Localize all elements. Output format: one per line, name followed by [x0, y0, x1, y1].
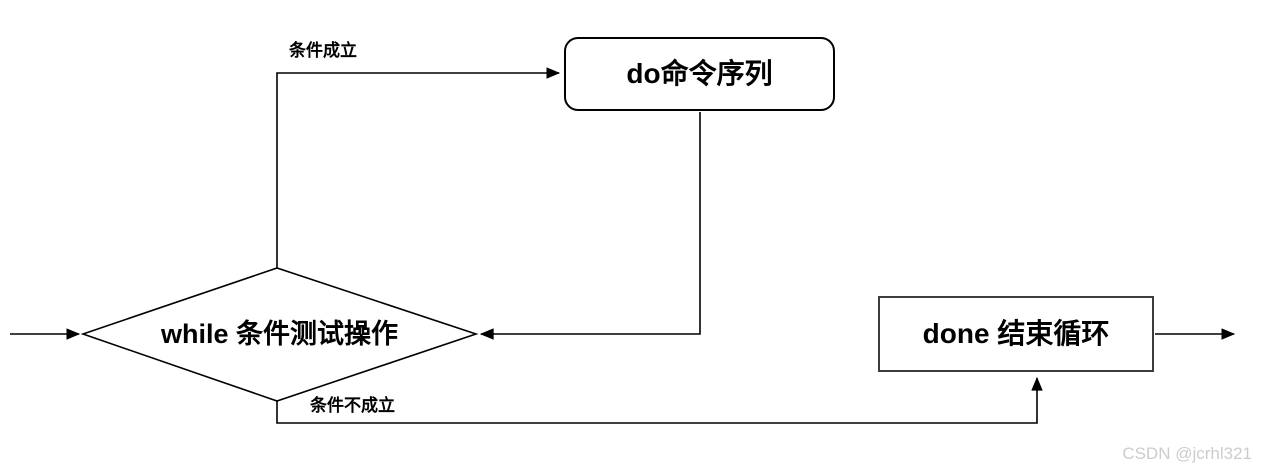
do-process-label: do命令序列 [626, 58, 773, 89]
csdn-watermark: CSDN @jcrhl321 [1122, 443, 1252, 463]
while-decision-diamond [80, 267, 479, 402]
condition-true-label: 条件成立 [289, 41, 357, 60]
edge-condition-false [276, 376, 1043, 424]
edge-condition-true [276, 67, 561, 268]
done-end-label: done 结束循环 [922, 318, 1110, 349]
done-end-node: done 结束循环 [878, 296, 1154, 372]
do-process-node: do命令序列 [564, 37, 835, 111]
condition-false-label: 条件不成立 [310, 396, 395, 415]
edge-do-to-while [479, 112, 701, 340]
